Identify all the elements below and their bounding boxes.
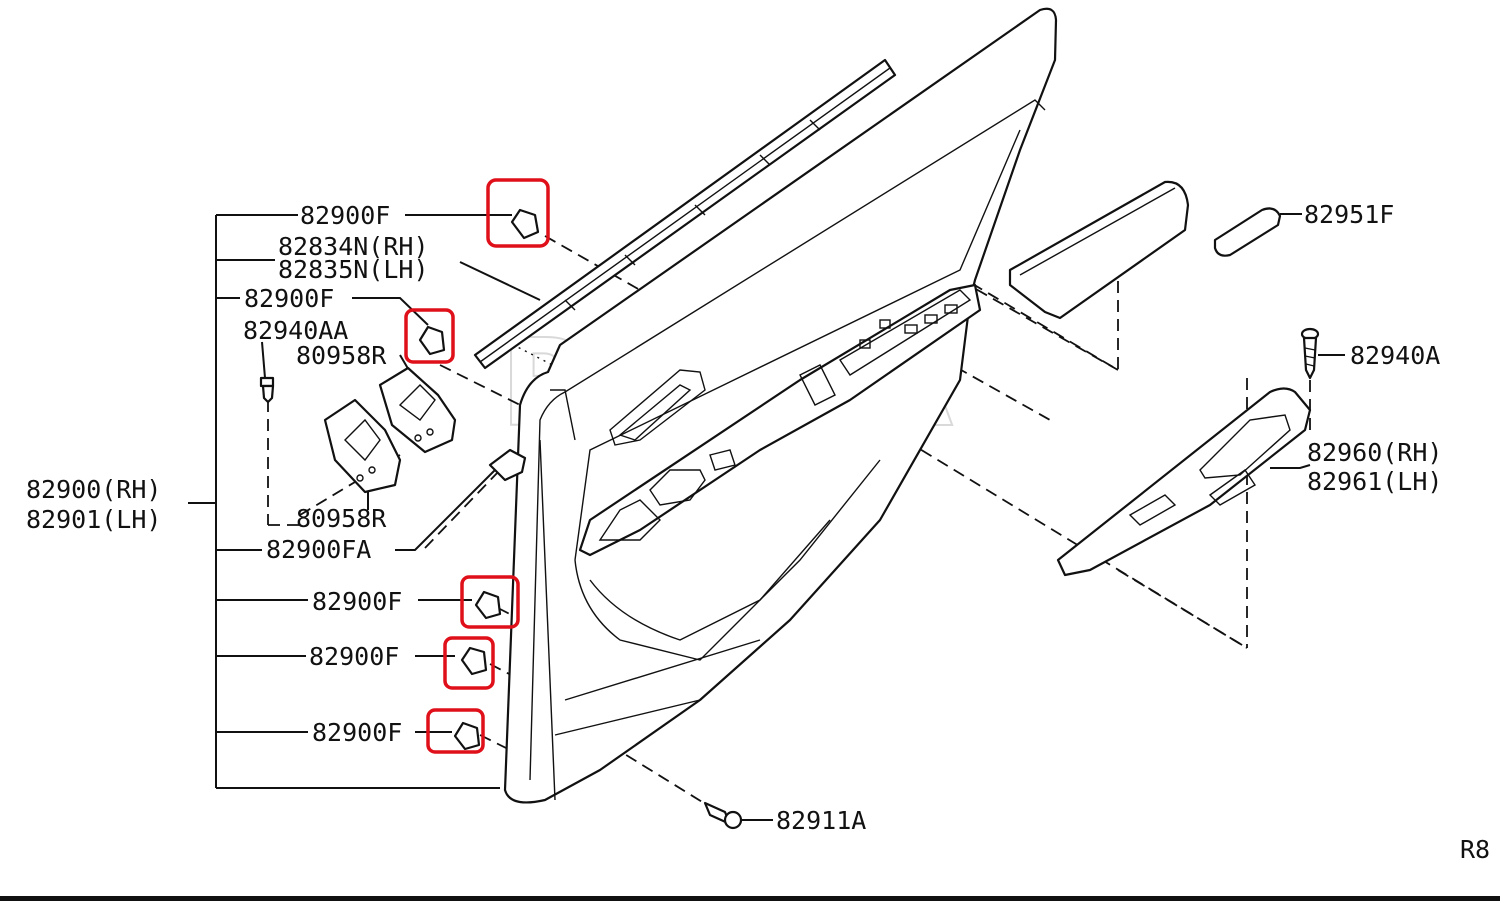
label-82900F-2: 82900F	[244, 284, 334, 313]
belt-moulding-strip	[473, 58, 897, 370]
bracket-80958R-upper	[378, 366, 457, 454]
clip-82900F-4	[460, 646, 488, 676]
label-82901LH: 82901(LH)	[26, 505, 161, 534]
door-trim-panel	[503, 7, 1058, 804]
leader-lines	[261, 213, 1345, 821]
clip-82900F-3	[474, 590, 502, 620]
highlight-box-4	[443, 636, 495, 690]
screw-82911A	[703, 801, 743, 830]
armrest-cover	[1008, 180, 1190, 320]
screw-82940AA	[259, 376, 275, 404]
label-82961LH: 82961(LH)	[1307, 467, 1442, 496]
clip-82900F-1	[510, 208, 540, 240]
screw-82940A	[1300, 327, 1320, 380]
highlight-box-5	[426, 708, 485, 754]
label-82911A: 82911A	[776, 806, 866, 835]
label-82835N: 82835N(LH)	[278, 255, 429, 284]
assembly-bracket	[188, 214, 500, 789]
label-82900RH: 82900(RH)	[26, 475, 161, 504]
part-labels: 82900F 82834N(RH) 82835N(LH) 82900F 8294…	[26, 200, 1490, 864]
bracket-80958R-lower	[323, 398, 402, 494]
label-82834N: 82834N(RH)	[278, 232, 429, 261]
label-82900F-5: 82900F	[312, 718, 402, 747]
label-80958R-2: 80958R	[296, 504, 387, 533]
bottom-border	[0, 896, 1500, 901]
pull-handle-82951F	[1213, 207, 1282, 257]
highlight-markers	[404, 178, 550, 754]
label-82900F-1: 82900F	[300, 201, 390, 230]
label-82960RH: 82960(RH)	[1307, 438, 1442, 467]
label-82940A: 82940A	[1350, 341, 1440, 370]
label-82900F-4: 82900F	[309, 642, 399, 671]
label-82940AA: 82940AA	[243, 316, 348, 345]
switch-panel	[1056, 387, 1312, 577]
label-82951F: 82951F	[1304, 200, 1394, 229]
label-R8: R8	[1460, 835, 1490, 864]
clip-82900FA	[488, 448, 527, 482]
label-82900F-3: 82900F	[312, 587, 402, 616]
clip-82900F-5	[453, 721, 481, 751]
label-80958R-1: 80958R	[296, 341, 387, 370]
label-82900FA: 82900FA	[266, 535, 371, 564]
highlight-box-3	[460, 575, 520, 629]
highlight-box-2	[404, 308, 455, 364]
clip-82900F-2	[418, 325, 446, 356]
highlight-box-1	[486, 178, 550, 248]
